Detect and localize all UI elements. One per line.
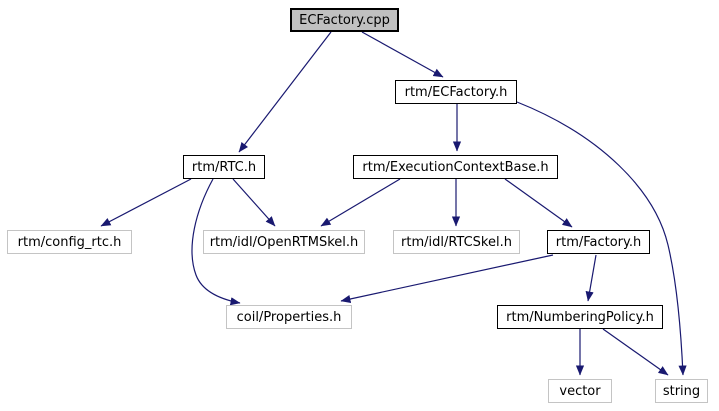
node-rtm-ecfactory-h[interactable]: rtm/ECFactory.h — [395, 80, 517, 104]
node-rtm-factory-h[interactable]: rtm/Factory.h — [547, 230, 650, 254]
node-rtm-config-rtc-h: rtm/config_rtc.h — [7, 230, 132, 254]
node-rtm-executioncontextbase-h[interactable]: rtm/ExecutionContextBase.h — [353, 155, 558, 179]
edge-rtm-rtc-h--coil-properties-h — [191, 178, 241, 306]
edge-rtm-ecfactory-h--string — [516, 101, 687, 376]
node-coil-properties-h: coil/Properties.h — [226, 305, 352, 329]
node-ecfactory-cpp: ECFactory.cpp — [290, 8, 399, 32]
node-rtm-idl-openrtmskel-h: rtm/idl/OpenRTMSkel.h — [203, 230, 365, 254]
edges-group — [100, 31, 687, 376]
edge-ecfactory-cpp--rtm-ecfactory-h — [361, 31, 444, 78]
node-rtm-idl-rtcskel-h: rtm/idl/RTCSkel.h — [393, 230, 520, 254]
edge-rtm-factory-h--coil-properties-h — [340, 254, 554, 303]
edge-rtm-rtc-h--rtm-config-rtc-h — [100, 178, 192, 227]
node-string: string — [655, 379, 708, 403]
edge-rtm-executioncontextbase-h--rtm-factory-h — [504, 178, 573, 228]
edge-rtm-numberingpolicy-h--string — [602, 328, 669, 376]
edge-rtm-rtc-h--rtm-idl-openrtmskel-h — [232, 178, 276, 227]
edge-ecfactory-cpp--rtm-rtc-h — [238, 31, 332, 153]
node-rtm-rtc-h[interactable]: rtm/RTC.h — [183, 155, 265, 179]
node-rtm-numberingpolicy-h[interactable]: rtm/NumberingPolicy.h — [497, 305, 663, 329]
node-vector: vector — [548, 379, 612, 403]
edge-rtm-executioncontextbase-h--rtm-idl-openrtmskel-h — [320, 178, 401, 227]
edge-rtm-factory-h--rtm-numberingpolicy-h — [585, 254, 597, 302]
